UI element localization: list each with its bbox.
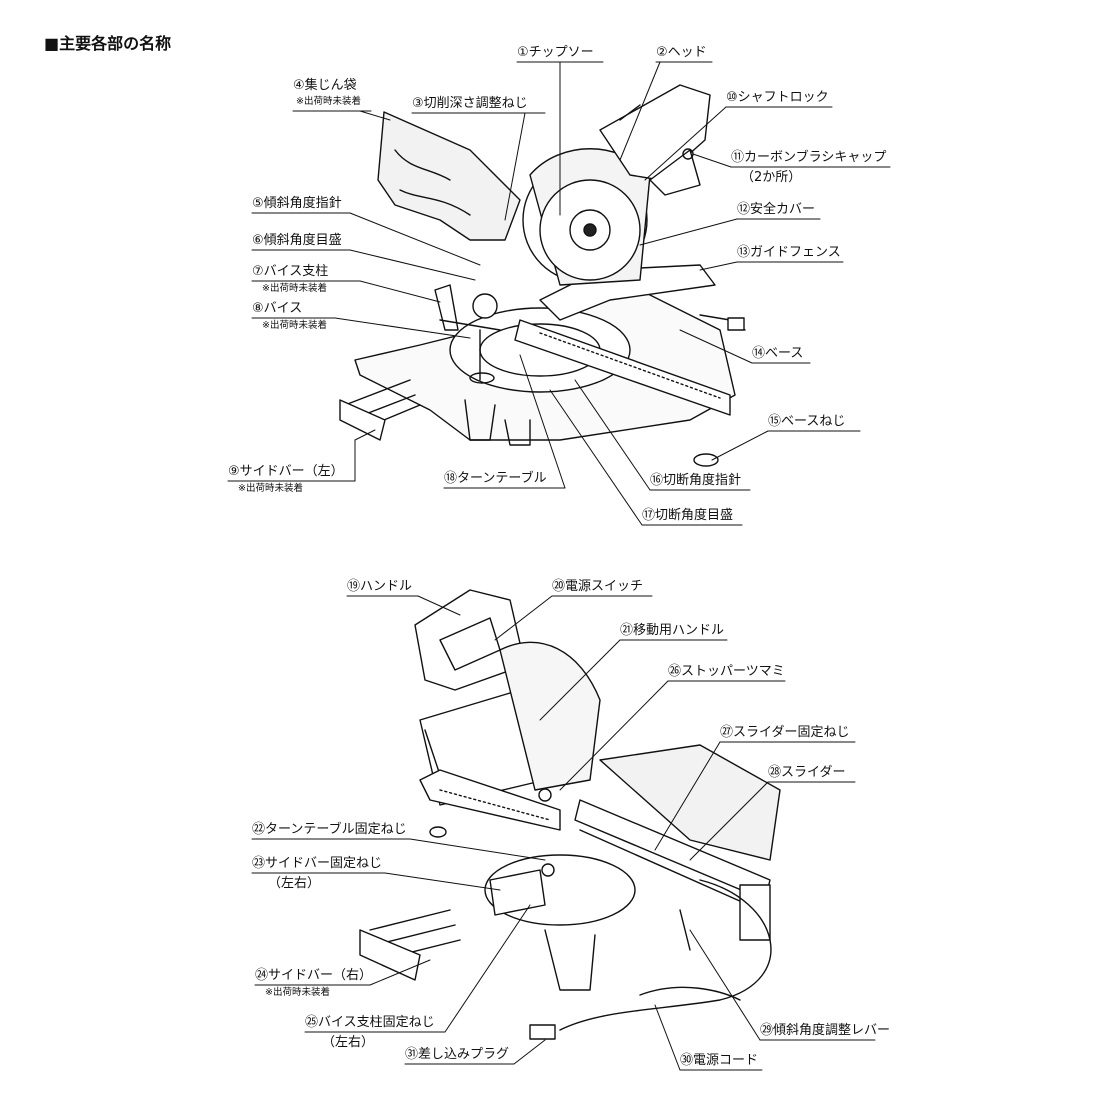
label-turntable-lock-screw: ㉒ターンテーブル固定ねじ xyxy=(252,822,407,837)
note-dust-bag: ※出荷時未装着 xyxy=(296,96,361,107)
label-side-bar-left: ⑨サイドバー（左） xyxy=(228,464,344,479)
dust-bag xyxy=(377,111,521,241)
label-slider-lock-screw: ㉗スライダー固定ねじ xyxy=(720,725,850,740)
leader-lines-bottom xyxy=(251,595,876,1071)
leader-lines-top xyxy=(227,61,891,526)
label-safety-cover: ⑫安全カバー xyxy=(737,202,816,217)
label-carbon-brush-cap: ⑪カーボンブラシキャップ xyxy=(731,150,887,165)
label-handle: ⑲ハンドル xyxy=(347,579,413,594)
sub-vice-post-screw: （左右） xyxy=(322,1035,375,1050)
label-bevel-lever: ㉙傾斜角度調整レバー xyxy=(760,1023,891,1038)
label-dust-bag: ④集じん袋 xyxy=(293,78,357,93)
note-side-bar-left: ※出荷時未装着 xyxy=(238,483,303,494)
label-vice-post: ⑦バイス支柱 xyxy=(252,264,329,279)
top-saw-illustration xyxy=(339,84,746,467)
label-depth-screw: ③切削深さ調整ねじ xyxy=(412,96,528,111)
label-guide-fence: ⑬ガイドフェンス xyxy=(737,245,841,260)
label-turntable: ⑱ターンテーブル xyxy=(444,471,547,486)
bottom-saw-illustration xyxy=(359,589,781,1040)
label-shaft-lock: ⑩シャフトロック xyxy=(726,90,829,105)
label-chip-saw: ①チップソー xyxy=(517,45,594,60)
label-miter-pointer: ⑯切断角度指針 xyxy=(650,473,742,488)
label-head: ②ヘッド xyxy=(656,45,707,60)
label-plug: ㉛差し込みプラグ xyxy=(405,1047,510,1062)
label-slider: ㉘スライダー xyxy=(768,765,846,780)
power-cord xyxy=(559,879,772,1031)
label-side-bar-right: ㉔サイドバー（右） xyxy=(255,968,373,983)
label-side-bar-screw: ㉓サイドバー固定ねじ xyxy=(252,856,383,871)
label-power-switch: ⑳電源スイッチ xyxy=(552,579,644,594)
label-carry-handle: ㉑移動用ハンドル xyxy=(620,623,725,638)
label-base: ⑭ベース xyxy=(752,346,804,361)
sub-side-bar-screw: （左右） xyxy=(268,876,321,891)
vice-post xyxy=(434,284,459,331)
label-base-screw: ⑮ベースねじ xyxy=(768,414,846,429)
label-bevel-pointer: ⑤傾斜角度指針 xyxy=(252,196,342,211)
label-vice: ⑧バイス xyxy=(252,301,303,316)
label-vice-post-screw: ㉕バイス支柱固定ねじ xyxy=(305,1015,435,1030)
section-title: ■主要各部の名称 xyxy=(44,34,172,53)
note-vice-post: ※出荷時未装着 xyxy=(262,283,327,294)
sub-carbon-brush-cap: （2か所） xyxy=(741,170,802,185)
label-stopper-knob: ㉖ストッパーツマミ xyxy=(668,664,785,679)
note-vice: ※出荷時未装着 xyxy=(262,320,327,331)
label-bevel-scale: ⑥傾斜角度目盛 xyxy=(252,233,342,248)
base-frame xyxy=(419,769,561,831)
label-power-cord: ㉚電源コード xyxy=(680,1053,759,1068)
note-side-bar-right: ※出荷時未装着 xyxy=(265,987,330,998)
label-miter-scale: ⑰切断角度目盛 xyxy=(642,508,734,523)
